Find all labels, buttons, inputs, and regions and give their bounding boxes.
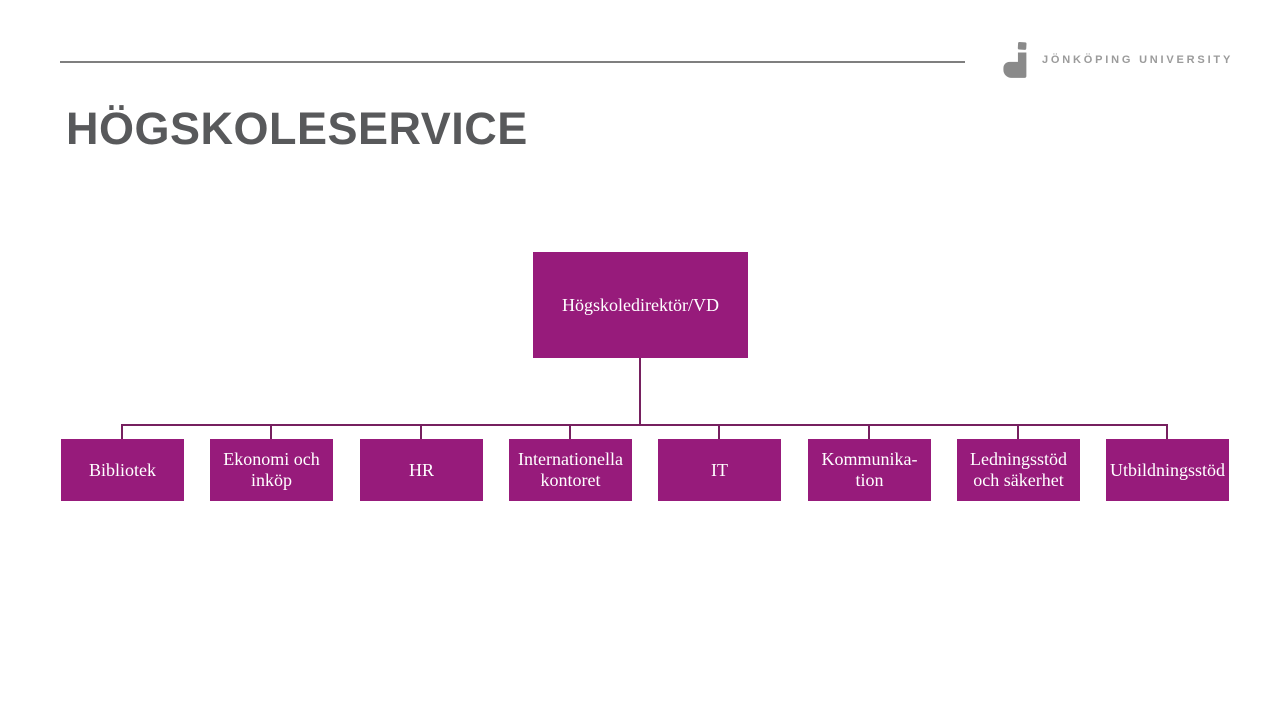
connector-stub-hr <box>420 424 422 440</box>
connector-stub-utbildningsstod <box>1166 424 1168 440</box>
org-node-ekonomi-och-inkop: Ekonomi och inköp <box>210 439 333 501</box>
university-logo-text: JÖNKÖPING UNIVERSITY <box>1042 54 1234 66</box>
university-logo: JÖNKÖPING UNIVERSITY <box>1002 40 1233 80</box>
org-node-internationella-kontoret: Internationella kontoret <box>509 439 632 501</box>
org-node-utbildningsstod: Utbildningsstöd <box>1106 439 1229 501</box>
org-node-bibliotek: Bibliotek <box>61 439 184 501</box>
org-node-it: IT <box>658 439 781 501</box>
connector-stub-internationella <box>569 424 571 440</box>
connector-root-drop <box>639 358 641 425</box>
header-divider-line <box>60 61 965 63</box>
connector-horizontal-bus <box>122 424 1168 426</box>
connector-stub-it <box>718 424 720 440</box>
connector-stub-bibliotek <box>121 424 123 440</box>
page-title: HÖGSKOLESERVICE <box>66 103 528 154</box>
org-node-hogskoledirektor: Högskoledirektör/VD <box>533 252 748 358</box>
connector-stub-ledningsstod <box>1017 424 1019 440</box>
org-node-ledningsstod-och-sakerhet: Ledningsstöd och säkerhet <box>957 439 1080 501</box>
connector-stub-kommunikation <box>868 424 870 440</box>
org-node-kommunikation: Kommunika- tion <box>808 439 931 501</box>
ju-j-icon <box>1003 42 1027 78</box>
connector-stub-ekonomi <box>270 424 272 440</box>
org-node-hr: HR <box>360 439 483 501</box>
